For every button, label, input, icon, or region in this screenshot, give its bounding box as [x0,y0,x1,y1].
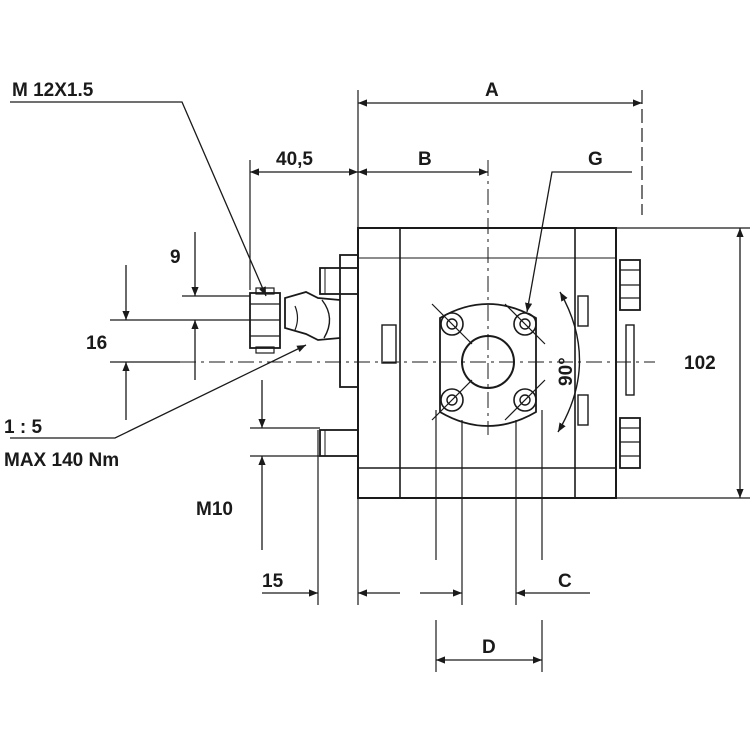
dimension-lines [122,99,744,664]
dim-c-label: C [558,571,572,592]
dim-d-label: D [482,637,496,658]
dim-b-label: B [418,149,432,170]
torque-label: MAX 140 Nm [4,450,119,471]
mounting-flange [319,254,359,457]
dim-g-label: G [588,149,603,170]
pump-body [357,227,617,499]
m10-label: M10 [196,499,233,520]
right-bolt-bottom [619,417,641,469]
drive-shaft [249,287,341,354]
dim-16-label: 16 [86,333,107,354]
ratio-label: 1 : 5 [4,417,42,438]
centerlines [180,160,655,435]
dim-40-5-label: 40,5 [276,149,313,170]
dim-102-label: 102 [684,353,716,374]
dimension-labels: M 12X1.5 A 40,5 B G 9 16 102 90° 1 : 5 M… [4,80,716,658]
dim-a-label: A [485,80,499,101]
angle-90-label: 90° [556,357,577,386]
right-bolt-top [619,259,641,311]
dim-9-label: 9 [170,247,181,268]
dim-15-label: 15 [262,571,284,592]
leader-lines [10,101,632,439]
thread-spec-label: M 12X1.5 [12,80,94,101]
body-slots [381,295,635,426]
extension-lines [110,90,750,672]
